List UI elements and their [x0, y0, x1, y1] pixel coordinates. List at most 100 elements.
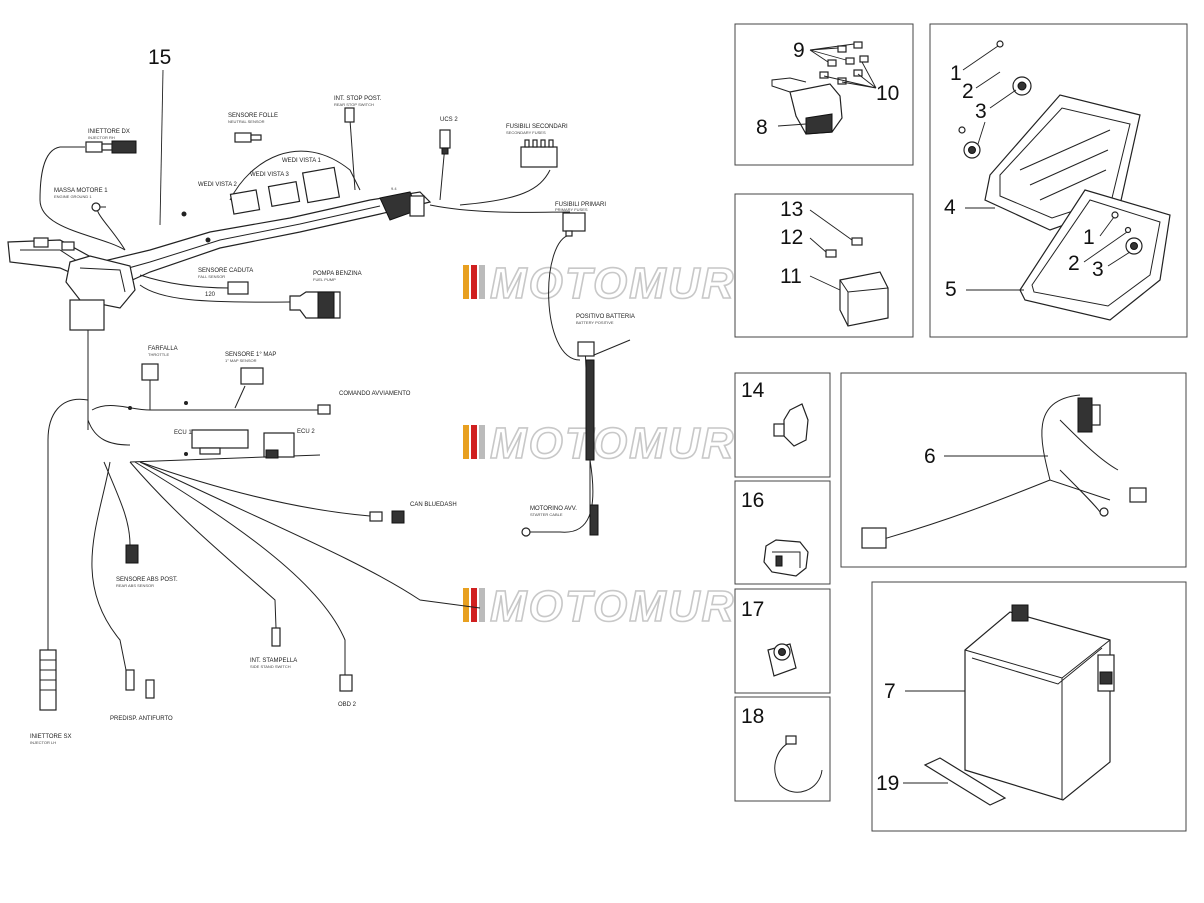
fuel-pump-connector	[289, 291, 341, 319]
injector-lh-connector	[39, 649, 57, 711]
secondary-fuses-block	[520, 139, 558, 168]
callout-13: 13	[780, 198, 803, 221]
svg-text:BATTERY POSITIVE: BATTERY POSITIVE	[576, 320, 614, 325]
label-wedi-vista-1: WEDI VISTA 1	[282, 158, 322, 164]
label-positivo-batteria: POSITIVO BATTERIA	[576, 314, 635, 320]
label-sensore-folle: SENSORE FOLLE	[228, 113, 278, 119]
engine-ground-terminal	[91, 202, 106, 212]
ecu-2-connector	[263, 432, 295, 459]
label-pompa-benzina: POMPA BENZINA	[313, 271, 362, 277]
label-small-tag: 9.4	[391, 186, 397, 191]
label-ucs: UCS 2	[440, 117, 458, 123]
fuse-holder-box: 9 10 8	[734, 23, 914, 166]
battery-harness-box: 6	[840, 372, 1187, 568]
callout-15: 15	[148, 46, 171, 226]
battery-box: 7 19	[871, 581, 1187, 832]
callout-11: 11	[780, 265, 802, 288]
label-iniettore-sx: INIETTORE SX	[30, 734, 72, 740]
can-bluedash-connector	[369, 510, 405, 524]
label-fusibili-secondari: FUSIBILI SECONDARI	[506, 124, 568, 130]
label-sensore-abs-post: SENSORE ABS POST.	[116, 577, 178, 583]
part-16-box: 16	[734, 480, 831, 585]
svg-text:REAR ABS SENSOR: REAR ABS SENSOR	[116, 583, 154, 588]
antitheft-connectors	[125, 669, 155, 699]
label-can-bluedash: CAN BLUEDASH	[410, 502, 457, 508]
fusebox-box: 1 2 3 4 1 2 3 5	[929, 23, 1188, 338]
svg-text:ENGINE GROUND 1: ENGINE GROUND 1	[54, 194, 92, 199]
main-wiring-harness	[7, 119, 591, 681]
svg-text:1° MAP SENSOR: 1° MAP SENSOR	[225, 358, 257, 363]
part-17-box: 17	[734, 588, 831, 694]
svg-text:15: 15	[148, 46, 171, 69]
callout-14: 14	[741, 379, 765, 402]
callout-19: 19	[876, 772, 899, 795]
svg-text:FUEL PUMP: FUEL PUMP	[313, 277, 336, 282]
callout-18: 18	[741, 705, 764, 728]
callout-6: 6	[924, 445, 936, 468]
part-18-box: 18	[734, 696, 831, 802]
ecu-1-connector	[191, 429, 249, 455]
fall-sensor-connector	[227, 281, 249, 295]
callout-12: 12	[780, 226, 803, 249]
svg-text:THROTTLE: THROTTLE	[148, 352, 169, 357]
label-predisp-antifurto: PREDISP. ANTIFURTO	[110, 716, 173, 722]
svg-text:INJECTOR LH: INJECTOR LH	[30, 740, 56, 745]
label-fusibili-primari: FUSIBILI PRIMARI	[555, 202, 606, 208]
label-wedi-vista-3: WEDI VISTA 3	[250, 172, 290, 178]
label-massa-motore: MASSA MOTORE 1	[54, 188, 108, 194]
callout-16: 16	[741, 489, 764, 512]
callout-5: 5	[945, 278, 957, 301]
label-int-stampella: INT. STAMPELLA	[250, 658, 297, 664]
label-comando-avviamento: COMANDO AVVIAMENTO	[339, 391, 411, 397]
svg-text:PRIMARY FUSES: PRIMARY FUSES	[555, 207, 588, 212]
label-cablaggio-code: 120	[205, 292, 216, 298]
svg-text:STARTER CABLE: STARTER CABLE	[530, 512, 563, 517]
label-int-stop-post: INT. STOP POST.	[334, 96, 382, 102]
label-ecu-2: ECU 2	[297, 429, 315, 435]
starter-cable	[521, 459, 599, 537]
rear-abs-sensor-connector	[125, 544, 139, 564]
label-farfalla: FARFALLA	[148, 346, 178, 352]
callout-8: 8	[756, 116, 768, 139]
callout-4: 4	[944, 196, 956, 219]
label-sensore-map: SENSORE 1° MAP	[225, 352, 276, 358]
callout-3a: 3	[975, 100, 987, 123]
ucs-connector	[439, 129, 451, 155]
callout-17: 17	[741, 598, 764, 621]
throttle-connector	[141, 363, 159, 381]
side-stand-switch-connector	[271, 627, 281, 647]
label-ecu-1: ECU 1	[174, 430, 192, 436]
label-obd: OBD 2	[338, 702, 357, 708]
svg-text:SECONDARY FUSES: SECONDARY FUSES	[506, 130, 546, 135]
callout-2a: 2	[962, 80, 974, 103]
starter-command-connector	[317, 404, 331, 415]
wedi-vista-connectors	[229, 166, 341, 215]
part-14-box: 14	[734, 372, 831, 478]
label-motorino-avv: MOTORINO AVV.	[530, 506, 577, 512]
rear-stop-switch-connector	[344, 107, 355, 123]
map-sensor-connector	[240, 367, 264, 385]
label-iniettore-dx: INIETTORE DX	[88, 129, 130, 135]
callout-1b: 1	[1083, 226, 1095, 249]
callout-3b: 3	[1092, 258, 1104, 281]
label-wedi-vista-2: WEDI VISTA 2	[198, 182, 238, 188]
callout-7: 7	[884, 680, 896, 703]
svg-text:NEUTRAL SENSOR: NEUTRAL SENSOR	[228, 119, 265, 124]
label-sensore-caduta: SENSORE CADUTA	[198, 268, 253, 274]
callout-1a: 1	[950, 62, 962, 85]
svg-text:REAR STOP SWITCH: REAR STOP SWITCH	[334, 102, 374, 107]
harness-labels: INIETTORE DX INJECTOR RH MASSA MOTORE 1 …	[30, 96, 635, 745]
neutral-sensor-connector	[234, 132, 262, 143]
svg-text:INJECTOR RH: INJECTOR RH	[88, 135, 115, 140]
callout-2b: 2	[1068, 252, 1080, 275]
relay-box: 13 12 11	[734, 193, 914, 338]
harness-junction-clamp	[379, 191, 425, 221]
primary-fuses-block	[562, 212, 586, 237]
svg-text:FALL SENSOR: FALL SENSOR	[198, 274, 225, 279]
svg-text:SIDE STAND SWITCH: SIDE STAND SWITCH	[250, 664, 291, 669]
callout-9: 9	[793, 39, 805, 62]
obd-connector	[339, 674, 353, 692]
callout-10: 10	[876, 82, 899, 105]
fuse-icons	[819, 41, 869, 85]
